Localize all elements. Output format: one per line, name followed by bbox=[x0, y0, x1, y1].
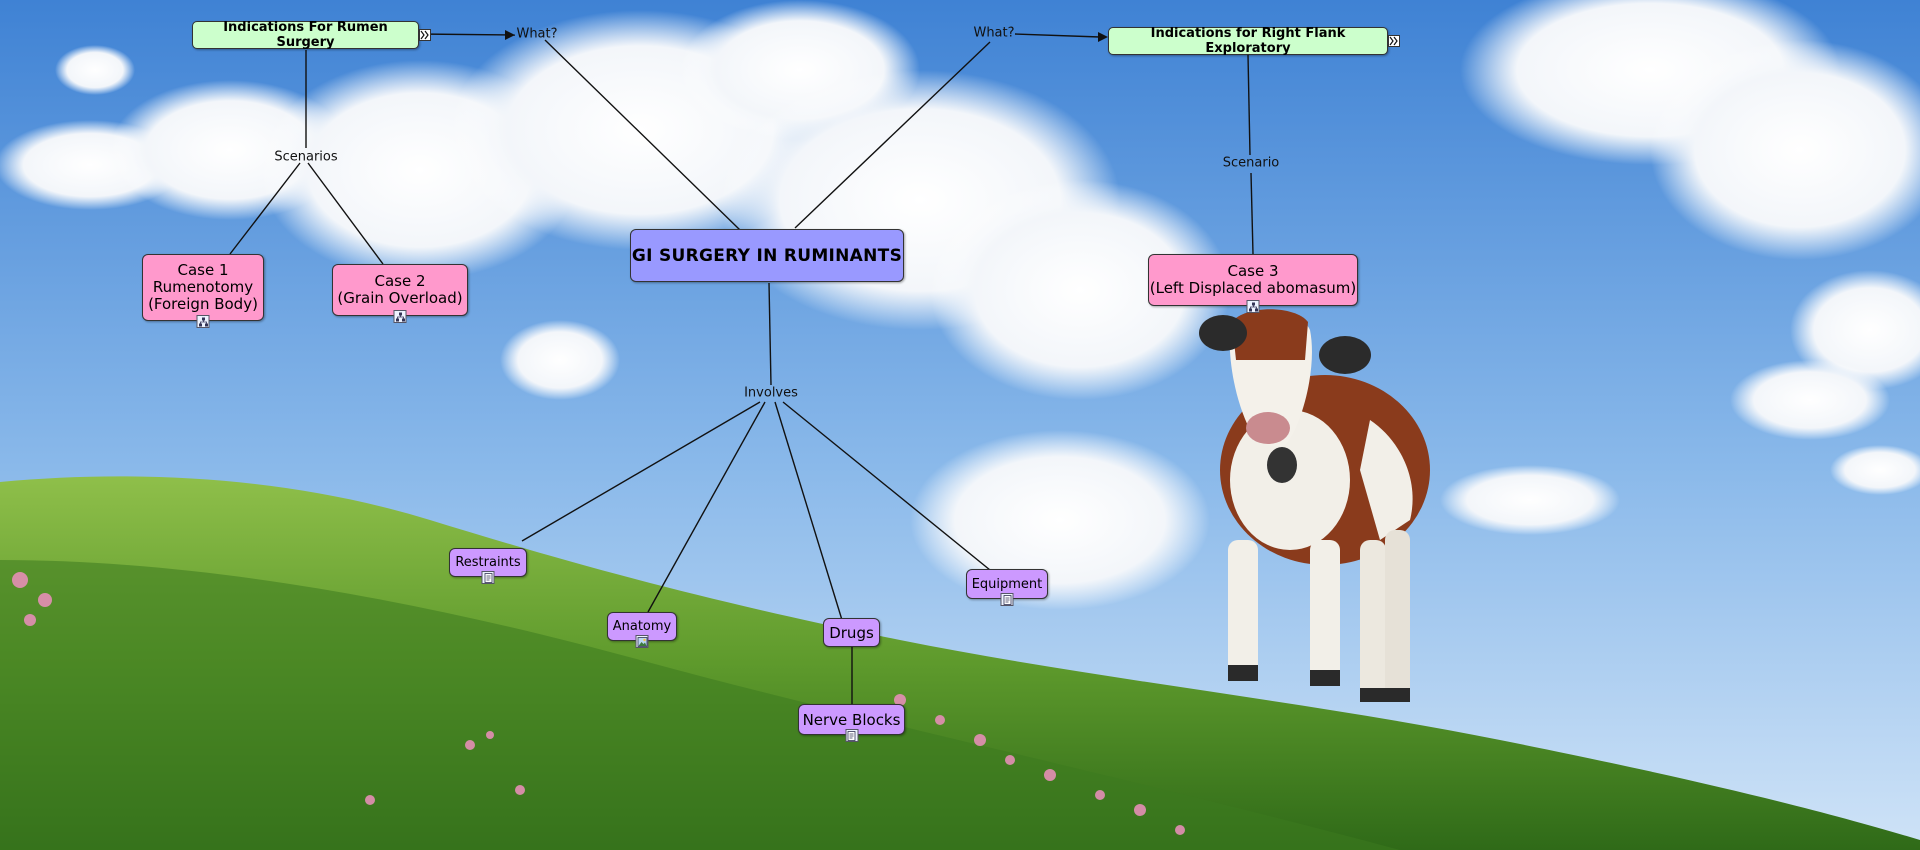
link-line bbox=[1250, 172, 1254, 255]
node-label-line: (Grain Overload) bbox=[337, 289, 463, 307]
node-anatomy[interactable]: Anatomy bbox=[607, 612, 677, 648]
link-line bbox=[774, 401, 843, 621]
node-label-line: Rumenotomy bbox=[152, 278, 254, 296]
link-label-what-right: What? bbox=[973, 25, 1015, 41]
expand-arrows-icon[interactable] bbox=[419, 29, 431, 41]
node-label: Indications for Right Flank Exploratory bbox=[1150, 26, 1346, 56]
node-restraints[interactable]: Restraints bbox=[449, 548, 527, 584]
node-drugs[interactable]: Drugs bbox=[823, 618, 880, 647]
node-central-gi-surgery[interactable]: GI SURGERY IN RUMINANTS bbox=[630, 229, 904, 282]
node-case-1[interactable]: Case 1 Rumenotomy (Foreign Body) bbox=[142, 254, 264, 328]
link-line bbox=[307, 162, 384, 265]
link-label-scenarios: Scenarios bbox=[274, 149, 338, 165]
image-icon[interactable] bbox=[635, 635, 649, 648]
link-label-what-left: What? bbox=[516, 26, 558, 42]
node-indications-right-flank[interactable]: Indications for Right Flank Exploratory bbox=[1108, 26, 1400, 56]
node-label-line: (Left Displaced abomasum) bbox=[1149, 279, 1357, 297]
link-line bbox=[647, 401, 766, 613]
node-label-line: Case 3 bbox=[1227, 262, 1279, 280]
node-label: Nerve Blocks bbox=[802, 710, 901, 729]
link-line bbox=[229, 162, 301, 255]
link-label-scenario: Scenario bbox=[1222, 155, 1280, 171]
node-indications-rumen-surgery[interactable]: Indications For Rumen Surgery bbox=[192, 20, 431, 50]
node-nerve-blocks[interactable]: Nerve Blocks bbox=[798, 704, 905, 742]
link-line bbox=[782, 401, 991, 571]
node-label: Equipment bbox=[971, 576, 1043, 592]
link-arrowhead bbox=[1098, 32, 1108, 42]
node-case-2[interactable]: Case 2 (Grain Overload) bbox=[332, 264, 468, 323]
node-label-line: (Foreign Body) bbox=[148, 295, 258, 313]
node-label: GI SURGERY IN RUMINANTS bbox=[631, 245, 903, 266]
link-arrowhead bbox=[505, 30, 515, 40]
link-line bbox=[794, 41, 991, 229]
node-label: Drugs bbox=[829, 623, 874, 642]
concept-map-icon[interactable] bbox=[393, 310, 407, 323]
node-label-line: Case 1 bbox=[177, 261, 229, 279]
link-line bbox=[416, 33, 516, 36]
link-line bbox=[1014, 33, 1101, 38]
document-icon[interactable] bbox=[845, 729, 858, 742]
node-case-3[interactable]: Case 3 (Left Displaced abomasum) bbox=[1148, 254, 1358, 313]
concept-map-icon[interactable] bbox=[1246, 300, 1260, 313]
node-label: Indications For Rumen Surgery bbox=[223, 20, 388, 50]
node-equipment[interactable]: Equipment bbox=[966, 569, 1048, 606]
document-icon[interactable] bbox=[1000, 593, 1014, 606]
expand-arrows-icon[interactable] bbox=[1388, 35, 1400, 47]
link-line bbox=[768, 282, 772, 386]
link-line bbox=[1247, 54, 1251, 156]
link-line bbox=[544, 39, 741, 231]
node-label: Restraints bbox=[455, 555, 521, 570]
link-line bbox=[521, 401, 761, 542]
node-label: Anatomy bbox=[612, 619, 672, 634]
node-label-line: Case 2 bbox=[374, 272, 426, 290]
concept-map-icon[interactable] bbox=[196, 315, 210, 328]
cow-illustration bbox=[1199, 309, 1430, 702]
document-icon[interactable] bbox=[481, 571, 495, 584]
link-label-involves: Involves bbox=[744, 385, 798, 401]
